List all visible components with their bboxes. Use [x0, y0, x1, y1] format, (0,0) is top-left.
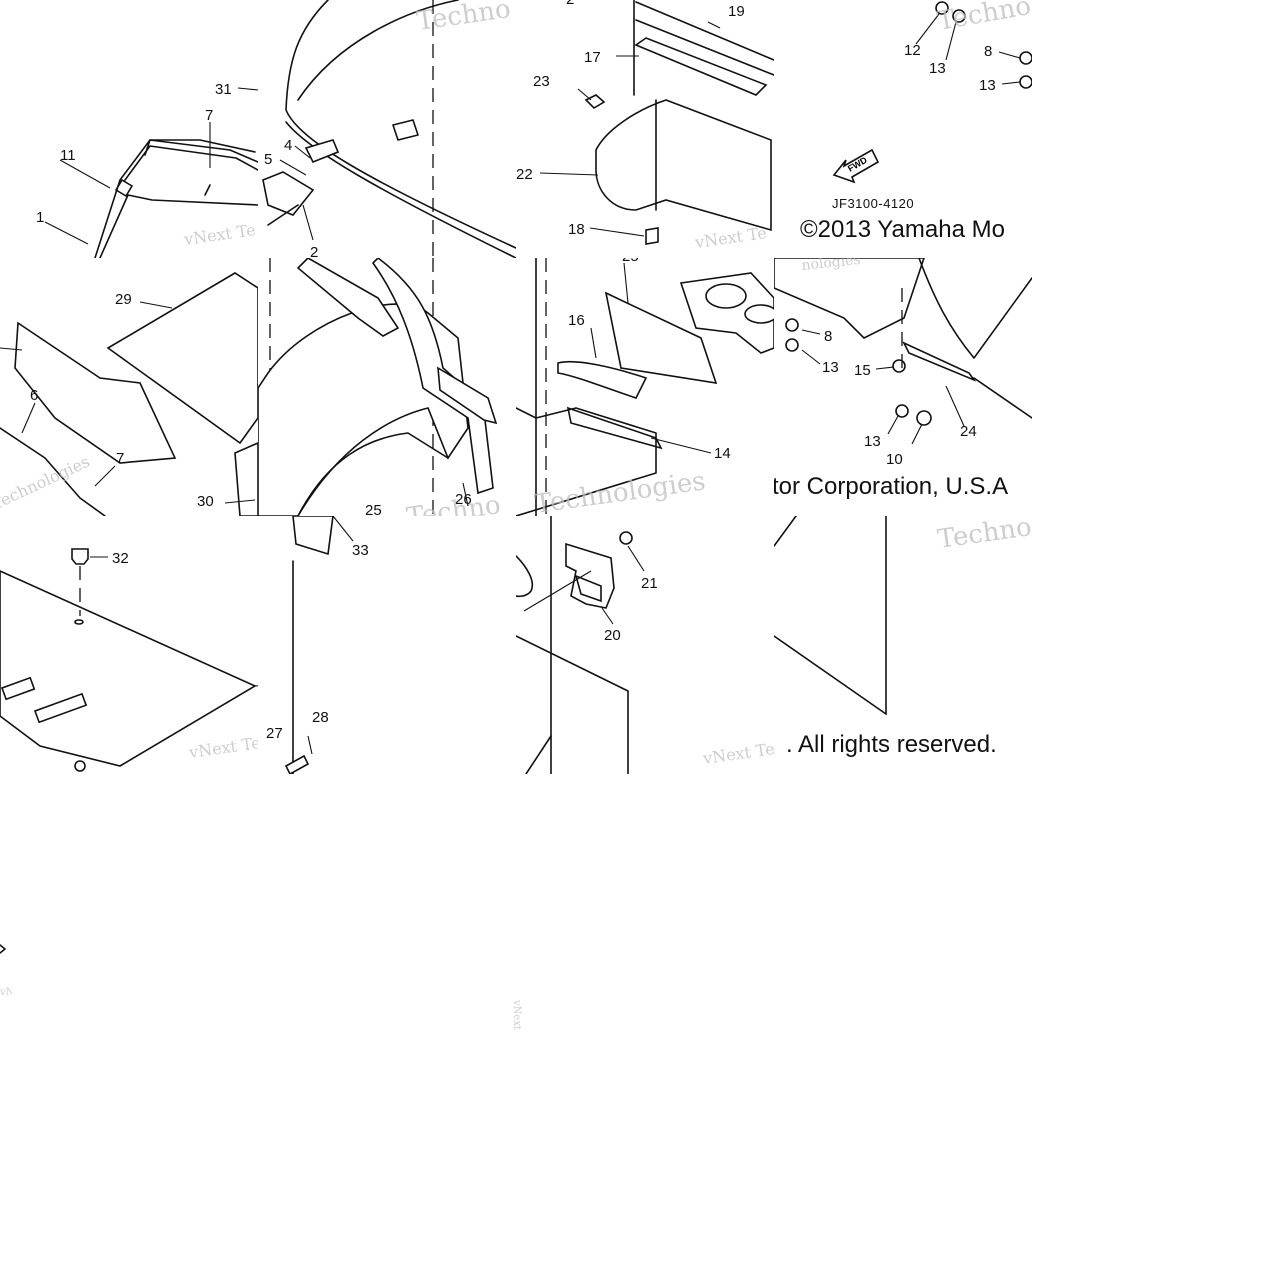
tile-g-drawing: 16 14 25 Technologies — [516, 258, 774, 516]
fragment-middle-drawing: vNext Te — [514, 999, 522, 1030]
diagram-tile-cup-holder: 16 14 25 Technologies — [516, 258, 774, 516]
diagram-fragment-left: vNext Te — [0, 935, 12, 1030]
tile-f-drawing: 26 25 Techno — [258, 258, 503, 516]
tile-a-drawing: 11 1 7 31 vNext Te — [36, 81, 258, 258]
callout-31: 31 — [215, 81, 232, 98]
watermark-vnext: vNext Te — [182, 220, 257, 249]
callout-13d: 13 — [864, 433, 881, 450]
callout-15: 15 — [854, 362, 871, 379]
callout-13b: 13 — [979, 77, 996, 94]
callout-25b: 25 — [622, 258, 639, 265]
diagram-tile-body-left: 11 1 7 31 vNext Te — [0, 0, 258, 258]
callout-13a: 13 — [929, 60, 946, 77]
callout-25: 25 — [365, 502, 382, 516]
fragment-watermark-middle: vNext Te — [514, 999, 522, 1030]
tile-c-drawing: 23 17 19 22 18 2 vNext Te — [516, 0, 774, 252]
callout-12: 12 — [904, 42, 921, 59]
callout-28: 28 — [312, 709, 329, 726]
diagram-tile-hinge: 21 20 vNext Te — [516, 516, 774, 774]
callout-18: 18 — [568, 221, 585, 238]
tile-l-drawing: . All rights reserved. Techno — [774, 516, 1032, 758]
watermark-vnext-2: vNext Te — [693, 223, 768, 252]
watermark-techno: Techno — [415, 0, 513, 37]
callout-22: 22 — [516, 166, 533, 183]
callout-8b: 8 — [824, 328, 832, 345]
callout-24: 24 — [960, 423, 977, 440]
fwd-arrow-icon — [832, 148, 880, 184]
callout-5: 5 — [264, 151, 272, 168]
tile-h-drawing: 8 13 15 13 10 24 tor Corporation, U.S.A … — [774, 258, 1032, 500]
diagram-tile-fender: 26 25 Techno — [258, 258, 516, 516]
fragment-left-drawing: vNext Te — [0, 944, 12, 998]
callout-29: 29 — [115, 291, 132, 308]
callout-16: 16 — [568, 312, 585, 329]
copyright-part1: ©2013 Yamaha Mo — [800, 216, 1005, 243]
callout-20: 20 — [604, 627, 621, 644]
tile-k-drawing: 21 20 vNext Te — [516, 516, 774, 774]
callout-6: 6 — [30, 387, 38, 404]
tile-b-drawing: 4 5 2 3 Techno — [262, 0, 516, 258]
callout-8a: 8 — [984, 43, 992, 60]
watermark-techno-3: Techno — [405, 490, 503, 516]
callout-19: 19 — [728, 3, 745, 20]
tile-i-drawing: 32 9 vNext Te — [0, 548, 258, 772]
callout-2: 2 — [310, 244, 318, 258]
callout-23: 23 — [533, 73, 550, 90]
callout-26: 26 — [455, 491, 472, 508]
callout-21: 21 — [641, 575, 658, 592]
diagram-tile-bracket: 33 28 27 — [258, 516, 516, 774]
watermark-techno-2: Techno — [935, 0, 1032, 37]
diagram-code: JF3100-4120 — [832, 196, 914, 211]
diagram-tile-armrest: 23 17 19 22 18 2 vNext Te — [516, 0, 774, 258]
callout-11: 11 — [60, 147, 76, 164]
callout-7b: 7 — [116, 450, 124, 467]
watermark-techno-4: Techno — [936, 516, 1032, 555]
callout-1: 1 — [36, 209, 44, 226]
diagram-tile-right-top: 12 13 8 13 FWD JF3100-4120 ©2013 Yamaha … — [774, 0, 1032, 258]
callout-13c: 13 — [822, 359, 839, 376]
callout-27: 27 — [266, 725, 283, 742]
tile-d-drawing: 12 13 8 13 FWD JF3100-4120 ©2013 Yamaha … — [800, 0, 1032, 243]
callout-14: 14 — [714, 445, 731, 462]
diagram-fragment-middle: vNext Te — [514, 980, 522, 1030]
diagram-tile-floor-mat: 32 9 vNext Te — [0, 516, 258, 774]
copyright-part2: tor Corporation, U.S.A — [774, 473, 1008, 500]
callout-2-top: 2 — [566, 0, 574, 8]
callout-10: 10 — [886, 451, 903, 468]
diagram-tile-seat-back: 4 5 2 3 Techno — [258, 0, 516, 258]
watermark-vnext-3: vNext Te — [187, 733, 258, 762]
diagram-tile-right-bottom: . All rights reserved. Techno — [774, 516, 1032, 774]
callout-17: 17 — [584, 49, 601, 66]
callout-7: 7 — [205, 107, 213, 124]
watermark-vnext-4: vNext Te — [701, 739, 774, 768]
callout-30: 30 — [197, 493, 214, 510]
callout-4: 4 — [284, 137, 292, 154]
fragment-watermark-left: vNext Te — [0, 987, 12, 998]
tile-e-drawing: 29 6 7 30 Technologies — [0, 272, 258, 516]
watermark-technologies-2: Technologies — [533, 466, 708, 516]
diagram-tile-right-middle: 8 13 15 13 10 24 tor Corporation, U.S.A … — [774, 258, 1032, 516]
copyright-part3: . All rights reserved. — [786, 731, 997, 758]
tile-j-drawing: 33 28 27 — [266, 516, 369, 774]
callout-33: 33 — [352, 542, 369, 559]
diagram-tile-panel: 29 6 7 30 Technologies — [0, 258, 258, 516]
callout-32: 32 — [112, 550, 129, 567]
watermark-technologies: Technologies — [0, 452, 93, 514]
